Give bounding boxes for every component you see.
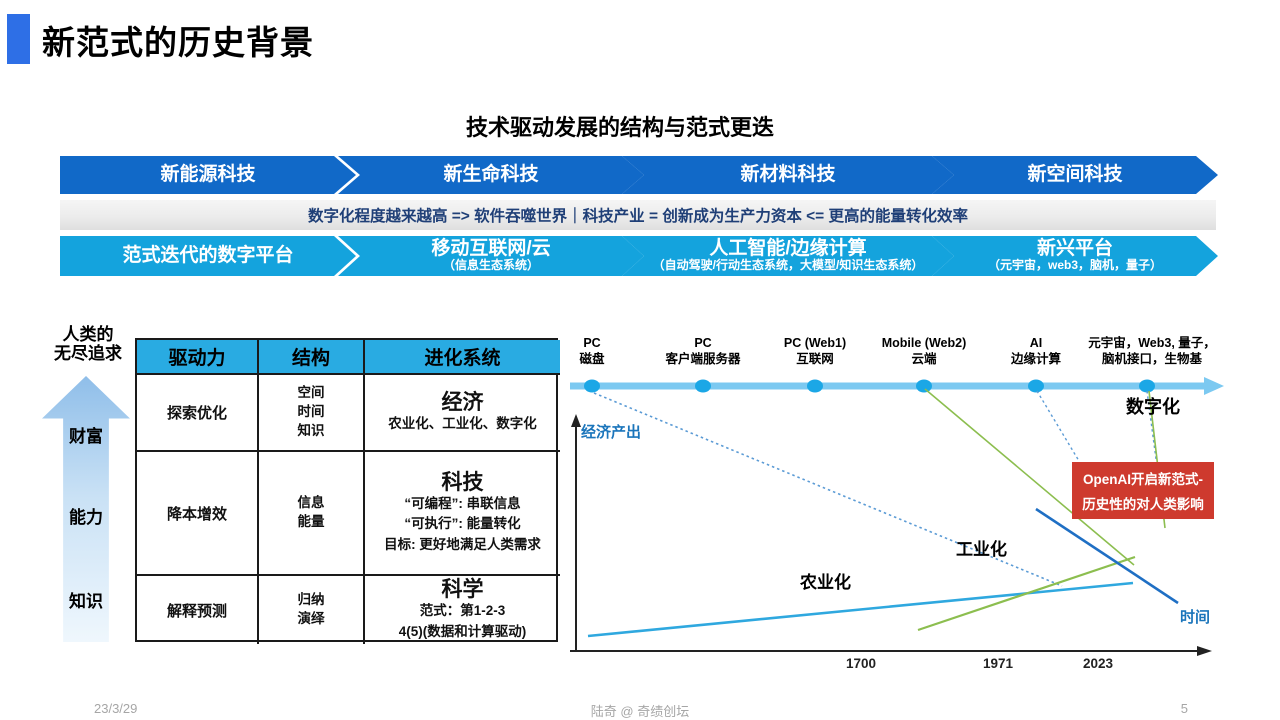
table-cell-driver: 探索优化 — [137, 375, 259, 452]
chevron-sublabel: （自动驾驶/行动生态系统，大模型/知识生态系统） — [652, 258, 924, 273]
industry-line — [917, 555, 1136, 632]
system-title: 经济 — [441, 390, 484, 414]
system-title: 科技 — [441, 471, 484, 495]
page-title: 新范式的历史背景 — [42, 24, 314, 61]
metaverse-dotted-connector — [1146, 390, 1157, 460]
table-cell-system: 科技 “可编程”: 串联信息 “可执行”: 能量转化 目标: 更好地满足人类需求 — [365, 452, 560, 576]
openai-annotation-box: OpenAI开启新范式- 历史性的对人类影响 — [1072, 462, 1214, 519]
chevron-label: 人工智能/边缘计算 — [709, 238, 867, 260]
table-cell-structure: 信息 能量 — [259, 452, 365, 576]
title-accent-bar — [7, 14, 30, 64]
dotted-decline-line — [593, 392, 1063, 587]
timeline-arrowhead-icon — [1204, 377, 1224, 395]
chevron-new-life: 新生命科技 — [338, 156, 644, 194]
chevron-label: 新兴平台 — [1036, 238, 1113, 260]
timeline-dot — [695, 379, 711, 393]
drivers-table: 驱动力 结构 进化系统 探索优化 空间 时间 知识 经济 农业化、工业化、数字化… — [135, 338, 560, 644]
x-tick-1700: 1700 — [845, 656, 877, 671]
annotation-line1: OpenAI开启新范式- — [1083, 472, 1203, 487]
chevron-label: 新材料科技 — [740, 164, 836, 186]
pursuit-heading-line2: 无尽追求 — [54, 344, 122, 364]
y-axis-arrowhead-icon — [571, 414, 581, 427]
timeline-dot — [807, 379, 823, 393]
chevron-label: 新能源科技 — [160, 164, 256, 186]
digitalization-line — [1035, 507, 1179, 605]
agriculture-label: 农业化 — [800, 573, 851, 592]
era-label-web1: PC (Web1) 互联网 — [783, 336, 847, 366]
chevron-sublabel: （信息生态系统） — [442, 258, 539, 273]
chevron-new-energy: 新能源科技 — [60, 156, 356, 194]
system-details: 农业化、工业化、数字化 — [388, 415, 537, 431]
footer-page-number: 5 — [1180, 701, 1188, 716]
table-cell-system: 科学 范式：第1-2-3 4(5)(数据和计算驱动) — [365, 576, 560, 644]
digitalization-connector-band: 数字化程度越来越高 => 软件吞噬世界｜科技产业 = 创新成为生产力资本 <= … — [60, 200, 1216, 230]
table-cell-system: 经济 农业化、工业化、数字化 — [365, 375, 560, 452]
table-cell-driver: 降本增效 — [137, 452, 259, 576]
era-label-pc-disk: PC 磁盘 — [579, 336, 605, 366]
system-details: 范式：第1-2-3 4(5)(数据和计算驱动) — [398, 603, 527, 639]
x-tick-2023: 2023 — [1082, 656, 1114, 671]
chevron-ai-edge: 人工智能/边缘计算 （自动驾驶/行动生态系统，大模型/知识生态系统） — [622, 236, 954, 276]
level-capability: 能力 — [69, 508, 103, 527]
chevron-label: 移动互联网/云 — [431, 238, 551, 260]
chevron-new-space: 新空间科技 — [932, 156, 1218, 194]
table-header-system: 进化系统 — [365, 340, 560, 375]
level-knowledge: 知识 — [69, 592, 103, 611]
timeline-dot — [1139, 379, 1155, 393]
era-label-metaverse: 元宇宙，Web3, 量子， 脑机接口，生物基 — [1088, 336, 1216, 366]
chevron-new-materials: 新材料科技 — [622, 156, 954, 194]
timeline-dot — [584, 379, 600, 393]
system-details: “可编程”: 串联信息 “可执行”: 能量转化 目标: 更好地满足人类需求 — [384, 496, 541, 552]
annotation-line2: 历史性的对人类影响 — [1082, 497, 1204, 512]
system-title: 科学 — [441, 578, 484, 602]
chevron-mobile-cloud: 移动互联网/云 （信息生态系统） — [338, 236, 644, 276]
x-tick-1971: 1971 — [982, 656, 1014, 671]
chevron-label: 范式迭代的数字平台 — [122, 245, 294, 267]
era-label-web2: Mobile (Web2) 云端 — [881, 336, 967, 366]
digitalization-label: 数字化 — [1126, 397, 1180, 417]
pursuit-heading: 人类的 无尽追求 — [30, 325, 146, 363]
era-label-client-server: PC 客户端服务器 — [665, 336, 741, 366]
footer-credit: 陆奇 @ 奇绩创坛 — [590, 704, 690, 719]
chevron-emerging-platforms: 新兴平台 （元宇宙，web3，脑机，量子） — [932, 236, 1218, 276]
table-cell-structure: 空间 时间 知识 — [259, 375, 365, 452]
table-header-structure: 结构 — [259, 340, 365, 375]
table-cell-structure: 归纳 演绎 — [259, 576, 365, 644]
y-axis-label: 经济产出 — [581, 424, 642, 441]
era-label-ai-edge: AI 边缘计算 — [1010, 336, 1061, 366]
level-wealth: 财富 — [69, 427, 103, 446]
chevron-label: 新生命科技 — [443, 164, 539, 186]
x-axis-arrowhead-icon — [1197, 646, 1212, 656]
chevron-label: 新空间科技 — [1027, 164, 1123, 186]
table-header-driver: 驱动力 — [137, 340, 259, 375]
chevron-paradigm-platform: 范式迭代的数字平台 — [60, 236, 356, 276]
chevron-sublabel: （元宇宙，web3，脑机，量子） — [987, 258, 1162, 273]
timeline-dot — [1028, 379, 1044, 393]
slide-subtitle: 技术驱动发展的结构与范式更迭 — [465, 115, 774, 140]
footer-date: 23/3/29 — [94, 701, 138, 716]
agriculture-line — [587, 581, 1134, 638]
timeline-dot — [916, 379, 932, 393]
table-cell-driver: 解释预测 — [137, 576, 259, 644]
ai-dotted-connector — [1036, 390, 1080, 462]
industry-label: 工业化 — [956, 540, 1007, 559]
industry-transition-line — [924, 388, 1135, 566]
x-axis-label: 时间 — [1180, 609, 1211, 626]
pursuit-heading-line1: 人类的 — [62, 325, 114, 344]
